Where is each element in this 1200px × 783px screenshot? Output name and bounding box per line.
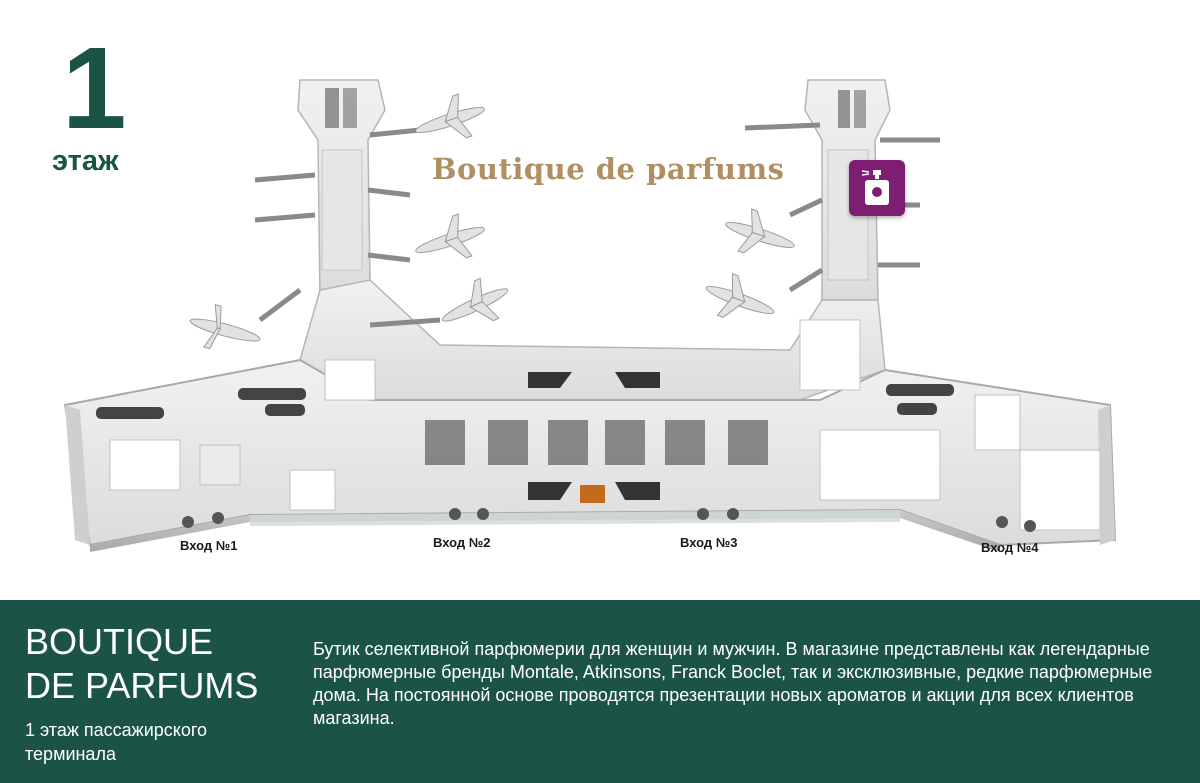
shop-location-marker[interactable] — [849, 160, 905, 216]
jet-bridges — [254, 122, 940, 328]
shop-info-panel: BOUTIQUE DE PARFUMS 1 этаж пассажирского… — [0, 600, 1200, 783]
perfume-bottle-icon — [861, 170, 889, 205]
aircraft — [189, 93, 795, 350]
entrance-doors — [182, 508, 1036, 532]
floor-label: этаж — [52, 145, 119, 177]
terminal-floorplan — [63, 79, 1117, 552]
checkin-counters — [425, 420, 768, 465]
floor-number: 1 — [62, 23, 126, 153]
shop-name-line2: DE PARFUMS — [25, 665, 259, 706]
entrance-2-label: Вход №2 — [433, 535, 491, 550]
shop-location-text: 1 этаж пассажирского терминала — [25, 720, 208, 764]
shop-description: Бутик селективной парфюмерии для женщин … — [313, 639, 1153, 728]
central-connector — [299, 279, 886, 401]
main-terminal-hall — [63, 319, 1117, 552]
left-pier — [297, 79, 386, 302]
entrance-3-label: Вход №3 — [680, 535, 738, 550]
map-title: Boutique de parfums — [432, 152, 785, 186]
entrance-1-label: Вход №1 — [180, 538, 238, 553]
entrance-4-label: Вход №4 — [981, 540, 1039, 555]
shop-name: BOUTIQUE DE PARFUMS — [25, 620, 295, 708]
shop-name-line1: BOUTIQUE — [25, 621, 214, 662]
terminal-map: 1 этаж Boutique de parfums Вход №1 Вход … — [52, 23, 1117, 555]
